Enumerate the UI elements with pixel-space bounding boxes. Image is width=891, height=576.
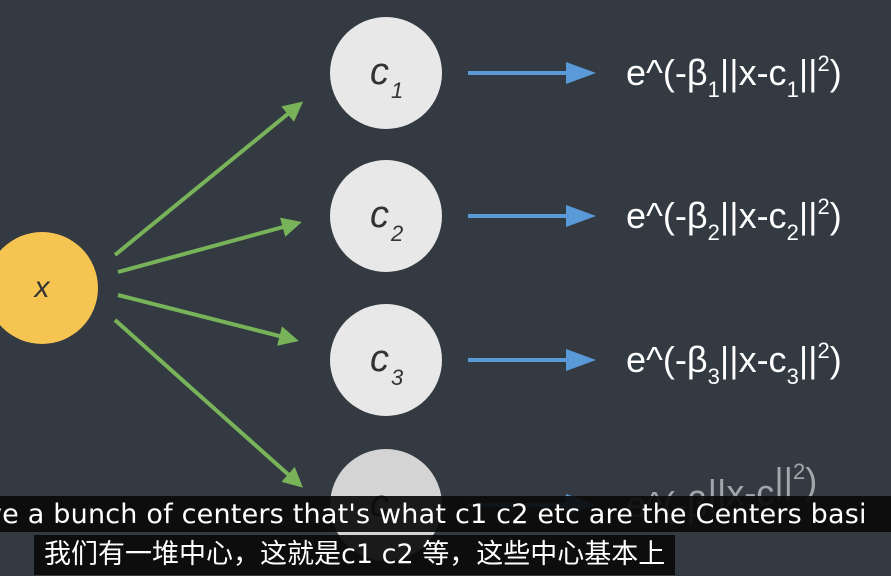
subtitle-chinese-text: 我们有一堆中心，这就是c1 c2 等，这些中心基本上 (44, 539, 666, 570)
rbf-formula-2: e^(-β2||x-c2||2) (626, 194, 842, 245)
input-node-label: x (33, 271, 51, 304)
center-label-1: c1 (370, 51, 403, 103)
subtitle-english-text: ve a bunch of centers that's what c1 c2 … (0, 499, 867, 530)
center-2-output-arrow (468, 205, 596, 227)
subtitle-english: ve a bunch of centers that's what c1 c2 … (0, 496, 891, 532)
center-1-output-arrow (468, 62, 596, 84)
rbf-formula-1: e^(-β1||x-c1||2) (626, 51, 842, 102)
center-label-2: c2 (370, 194, 403, 246)
center-node-2: c2 (330, 160, 442, 272)
subtitle-chinese: 我们有一堆中心，这就是c1 c2 等，这些中心基本上 (34, 535, 676, 575)
center-label-3: c3 (370, 338, 404, 390)
rbf-formula-3: e^(-β3||x-c3||2) (626, 338, 842, 389)
input-to-c2-arrow (117, 217, 302, 274)
center-node-3: c3 (330, 304, 442, 416)
input-to-c4-arrow (113, 318, 303, 488)
input-to-c1-arrow (113, 101, 304, 257)
input-to-c3-arrow (117, 293, 299, 346)
center-node-1: c1 (330, 17, 442, 129)
center-3-output-arrow (468, 349, 596, 371)
input-node (0, 232, 98, 344)
